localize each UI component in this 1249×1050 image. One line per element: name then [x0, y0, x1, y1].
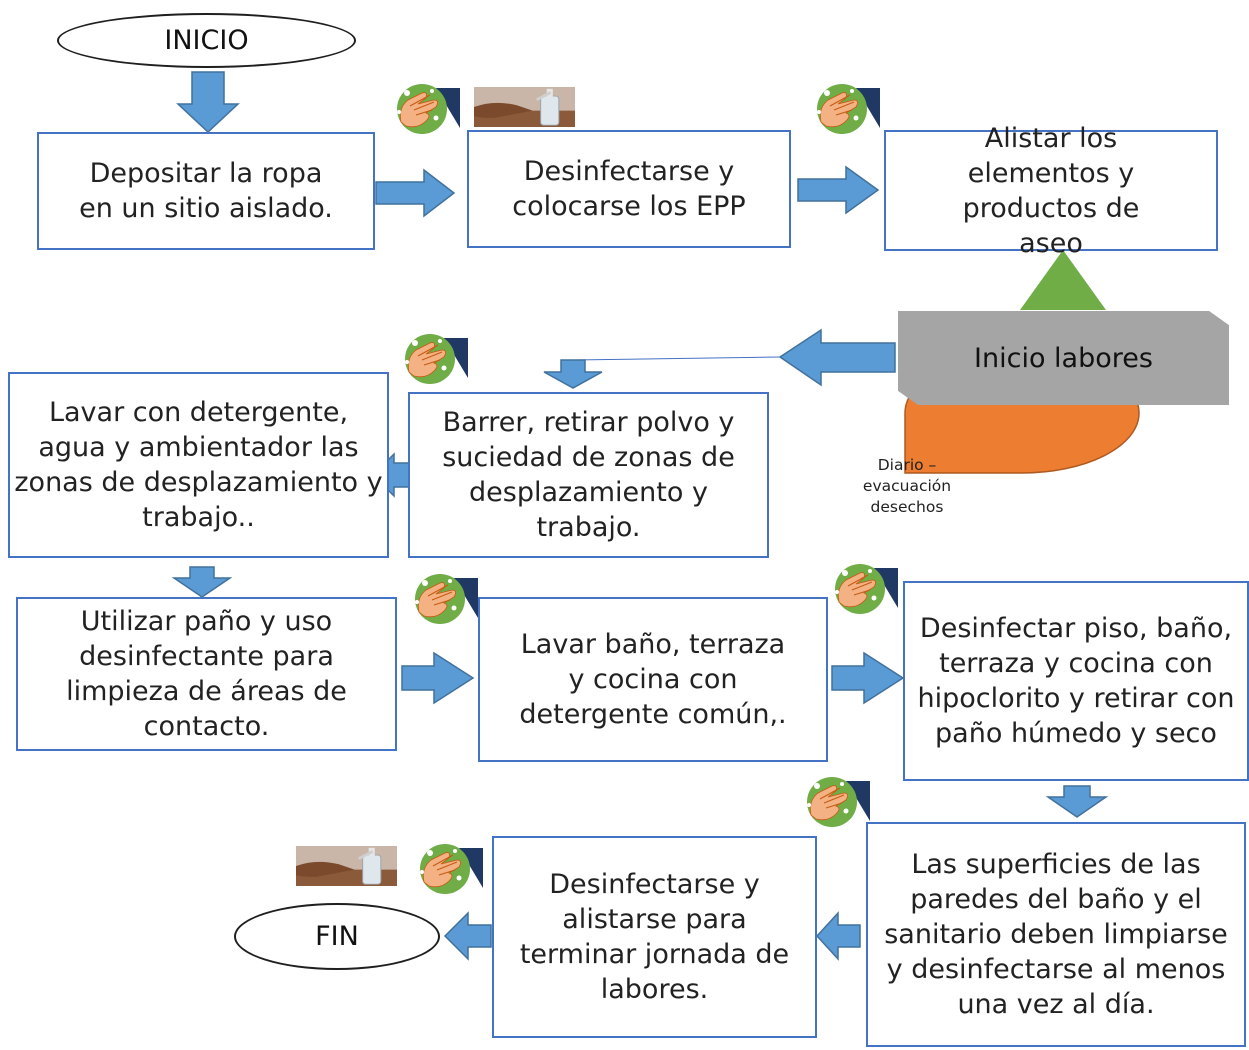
step-desinfectarse-epp-text: Desinfectarse y colocarse los EPP	[512, 156, 746, 222]
arrow-left-fin	[443, 911, 492, 961]
step-alistar-text: Alistar los elementos y productos de ase…	[962, 122, 1140, 259]
handwash-icon	[419, 843, 483, 894]
inicio-labores-shape: Inicio labores	[898, 311, 1229, 405]
handwash-icon	[816, 83, 880, 134]
step-desinfectarse-final-text: Desinfectarse y alistarse para terminar …	[519, 869, 790, 1005]
step-superficies-text: Las superficies de las paredes del baño …	[884, 849, 1228, 1020]
handwash-icon	[834, 563, 898, 614]
connector-line	[572, 356, 781, 361]
arrow-down-start	[176, 71, 240, 134]
step-barrer-text: Barrer, retirar polvo y suciedad de zona…	[442, 407, 735, 543]
step-lavar-detergente: Lavar con detergente, agua y ambientador…	[8, 372, 389, 558]
inicio-labores-text: Inicio labores	[974, 342, 1153, 374]
handwash-icon	[396, 83, 460, 134]
sanitizer-photo	[474, 87, 575, 127]
green-triangle	[1020, 250, 1106, 310]
handwash-icon	[806, 776, 870, 827]
arrow-down-utilizar	[171, 566, 233, 598]
start-oval: INICIO	[57, 13, 356, 68]
step-superficies: Las superficies de las paredes del baño …	[866, 822, 1246, 1047]
step-utilizar-pano-text: Utilizar paño y uso desinfectante para l…	[66, 606, 347, 742]
step-utilizar-pano: Utilizar paño y uso desinfectante para l…	[16, 597, 397, 751]
end-oval: FIN	[234, 903, 440, 970]
handwash-icon	[414, 573, 478, 624]
start-label: INICIO	[164, 25, 249, 56]
step-lavar-detergente-text: Lavar con detergente, agua y ambientador…	[14, 397, 383, 533]
arrow-left-final	[815, 911, 861, 961]
step-desinfectarse-final: Desinfectarse y alistarse para terminar …	[492, 836, 817, 1038]
step-desinfectar-piso: Desinfectar piso, baño, terraza y cocina…	[903, 581, 1249, 781]
handwash-icon	[404, 333, 468, 384]
step-desinfectar-piso-text: Desinfectar piso, baño, terraza y cocina…	[917, 613, 1235, 749]
step-alistar: Alistar los elementos y productos de ase…	[884, 123, 1218, 259]
arrow-down-barrer	[543, 359, 603, 389]
pie-label: Diario – evacuación desechos	[862, 456, 952, 516]
arrow-right-1	[375, 168, 456, 218]
end-label: FIN	[315, 921, 359, 952]
step-lavar-bano-text: Lavar baño, terraza y cocina con deterge…	[519, 629, 787, 730]
step-depositar: Depositar la ropa en un sitio aislado.	[37, 132, 375, 250]
arrow-right-4	[831, 651, 905, 705]
arrow-left-labores	[778, 328, 896, 387]
sanitizer-photo	[296, 846, 397, 886]
step-barrer: Barrer, retirar polvo y suciedad de zona…	[408, 392, 769, 558]
arrow-right-3	[401, 651, 475, 705]
arrow-down-superficies	[1045, 785, 1109, 818]
arrow-right-2	[797, 165, 880, 215]
step-depositar-text: Depositar la ropa en un sitio aislado.	[79, 158, 333, 224]
step-lavar-bano: Lavar baño, terraza y cocina con deterge…	[478, 597, 828, 762]
step-desinfectarse-epp: Desinfectarse y colocarse los EPP	[467, 130, 791, 248]
